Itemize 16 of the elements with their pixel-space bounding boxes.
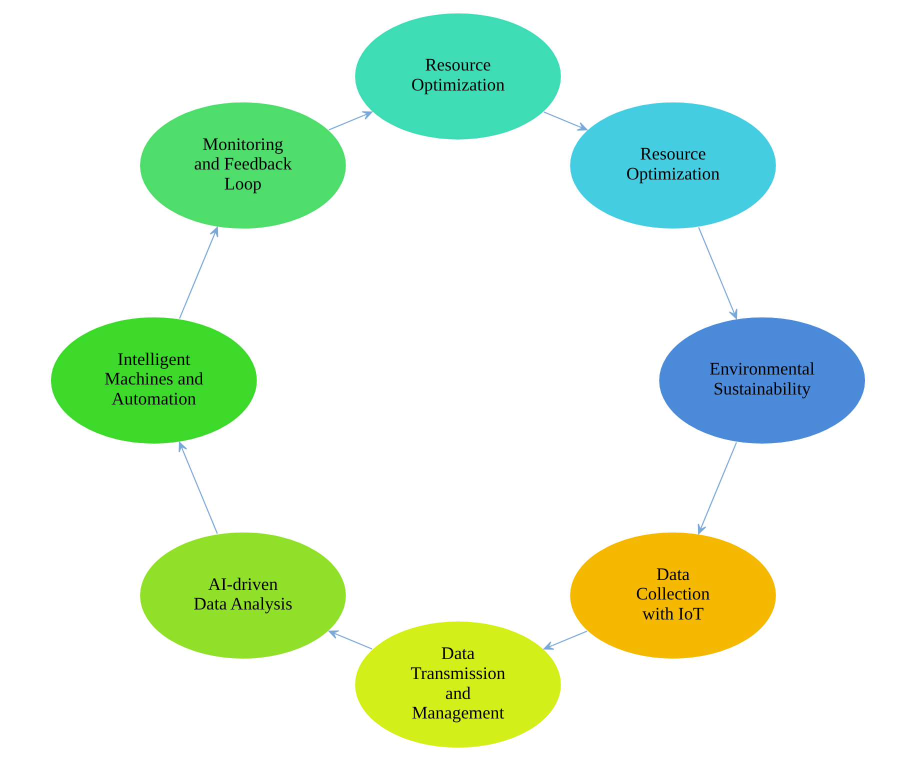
node-ellipse: Environmental Sustainability <box>658 316 866 445</box>
node-ellipse: Monitoring and Feedback Loop <box>138 101 346 230</box>
node-ellipse: Data Collection with IoT <box>568 531 777 660</box>
node-ellipse: Data Transmission and Management <box>353 620 562 749</box>
arrow <box>543 111 587 131</box>
node-ellipse: Resource Optimization <box>353 12 562 141</box>
arrow <box>328 630 372 650</box>
node-ellipse: AI-driven Data Analysis <box>138 531 346 660</box>
arrow <box>698 227 737 320</box>
arrow <box>178 442 218 534</box>
arrow <box>178 226 218 319</box>
node-ellipse: Intelligent Machines and Automation <box>49 316 258 445</box>
arrow <box>328 111 372 130</box>
node-ellipse: Resource Optimization <box>568 101 777 230</box>
arrow <box>697 442 736 534</box>
arrow <box>543 630 587 650</box>
